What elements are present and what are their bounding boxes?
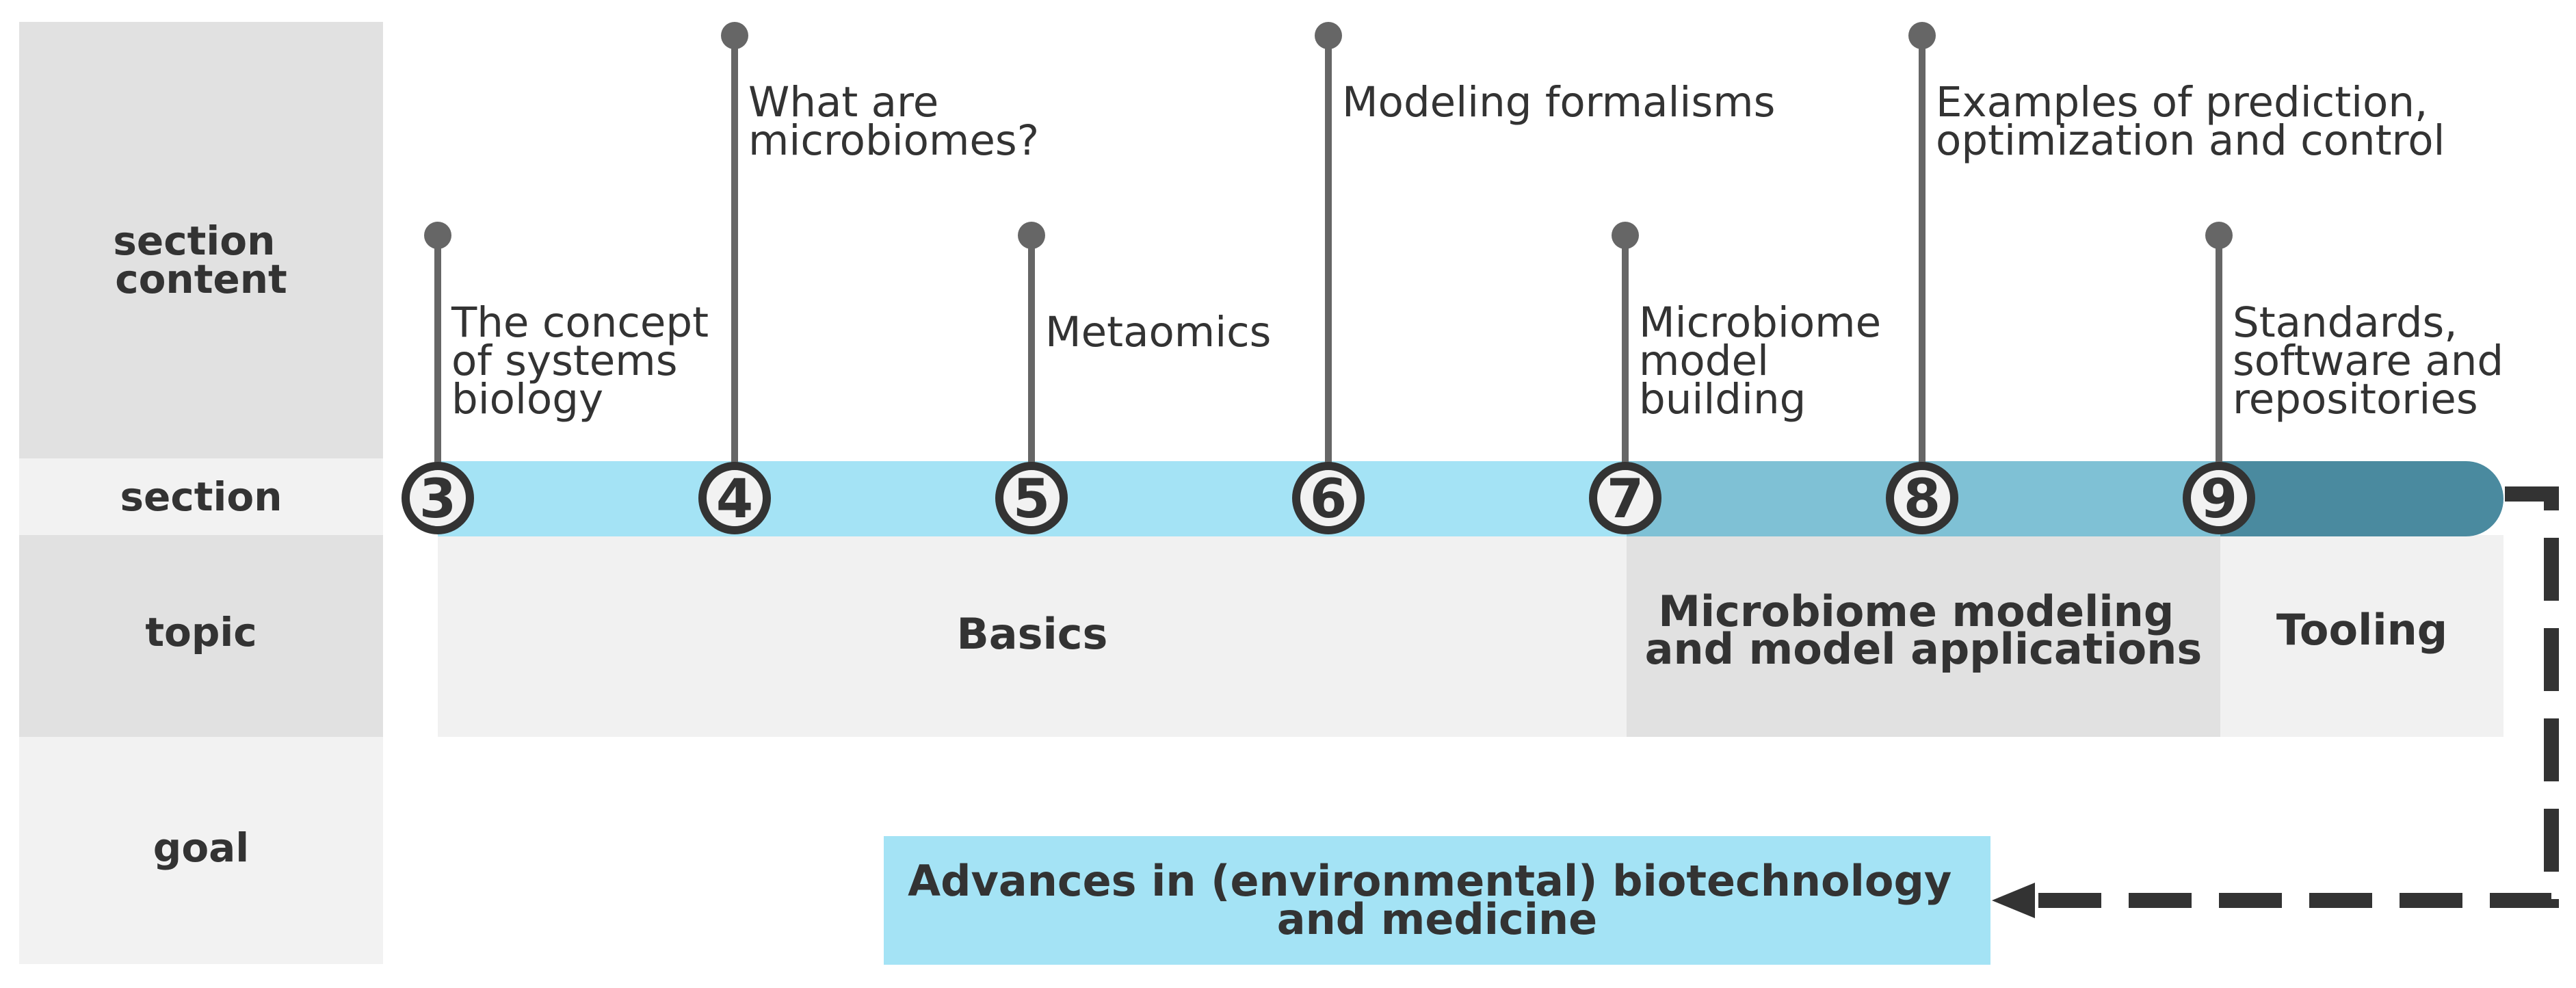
section-3-circle	[402, 462, 474, 534]
row-header-section-bg	[19, 458, 383, 535]
row-label-section-content: section content	[113, 218, 289, 302]
row-label-section: section	[120, 473, 282, 520]
row-header-section-content-bg	[19, 22, 383, 458]
section-7-circle	[1589, 462, 1661, 534]
topic-label-modeling: Microbiome modeling and model applicatio…	[1645, 586, 2203, 674]
return-arrow-head	[1992, 883, 2035, 918]
section-9-circle	[2183, 462, 2255, 534]
section-5-pin	[1018, 222, 1045, 249]
section-8-pin	[1908, 22, 1936, 49]
section-9-pin	[2205, 222, 2233, 249]
section-6-number: 6	[1310, 469, 1347, 530]
topic-block-modeling	[1627, 535, 2220, 737]
section-8-number: 8	[1904, 469, 1941, 530]
section-5-number: 5	[1013, 469, 1050, 530]
return-arrow-line	[2035, 486, 2559, 908]
topic-label-basics: Basics	[957, 609, 1108, 659]
topic-label-tooling: Tooling	[2276, 605, 2447, 655]
topic-block-tooling	[2220, 535, 2503, 737]
section-7-pin	[1612, 222, 1639, 249]
goal-box	[884, 836, 1990, 965]
row-label-topic: topic	[145, 609, 257, 655]
topic-block-basics	[438, 535, 1627, 737]
section-3-number: 3	[419, 469, 456, 530]
section-4-pin	[721, 22, 748, 49]
section-9-number: 9	[2200, 469, 2237, 530]
section-7-number: 7	[1607, 469, 1644, 530]
row-label-goal: goal	[153, 824, 249, 871]
section-4-number: 4	[716, 469, 753, 530]
section-4-circle	[698, 462, 771, 534]
section-6-circle	[1292, 462, 1365, 534]
section-6-pin	[1315, 22, 1342, 49]
section-8-circle	[1886, 462, 1958, 534]
row-header-topic-bg	[19, 535, 383, 737]
goal-text: Advances in (environmental) biotechnolog…	[908, 856, 1967, 944]
section-5-circle	[995, 462, 1068, 534]
timeline-bar-tooling	[2220, 461, 2503, 536]
section-8-content: Examples of prediction,optimization and …	[1936, 78, 2445, 165]
section-5-content: Metaomics	[1045, 308, 1271, 356]
section-3-pin	[424, 222, 451, 249]
section-6-content: Modeling formalisms	[1342, 78, 1775, 127]
row-header-goal-bg	[19, 737, 383, 964]
